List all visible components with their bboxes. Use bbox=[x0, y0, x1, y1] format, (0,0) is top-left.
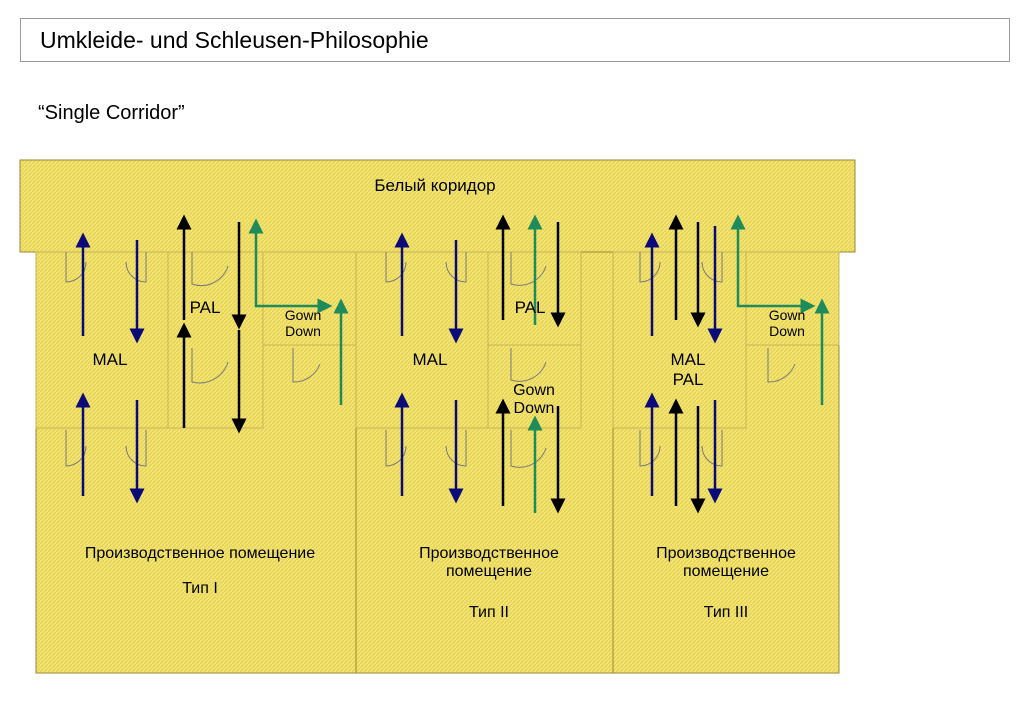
pal-label-2: PAL bbox=[514, 298, 546, 317]
down-text: Down bbox=[513, 400, 555, 418]
door bbox=[767, 348, 796, 383]
down-text: Down bbox=[769, 323, 805, 340]
green-arrows bbox=[248, 214, 830, 513]
doors bbox=[65, 252, 796, 468]
production-area-type-2 bbox=[355, 251, 614, 674]
production-text: помещение bbox=[445, 563, 532, 581]
gown-down-path bbox=[730, 214, 816, 314]
gown-down-label-2: Gown Down bbox=[496, 382, 572, 419]
production-text: Производственное помещение bbox=[84, 545, 316, 562]
type-label-1: Тип I bbox=[182, 580, 218, 597]
door bbox=[510, 252, 547, 286]
door bbox=[65, 430, 87, 467]
gown-down-label-3: Gown Down bbox=[754, 307, 820, 339]
page-title: Umkleide- und Schleusen-Philosophie bbox=[40, 27, 429, 53]
door bbox=[125, 252, 147, 283]
door bbox=[445, 430, 467, 467]
mal-pal-label-3: MAL PAL bbox=[658, 350, 718, 389]
production-label-3: Производственное помещение bbox=[611, 545, 841, 582]
door bbox=[510, 348, 547, 382]
production-label-1: Производственное помещение bbox=[40, 545, 360, 563]
mal-label-1: MAL bbox=[92, 350, 128, 369]
down-text: Down bbox=[285, 323, 321, 340]
door bbox=[125, 430, 147, 467]
door bbox=[445, 252, 467, 283]
door bbox=[385, 252, 407, 283]
mal-label-2: MAL bbox=[412, 350, 448, 369]
gown-down-label-1: Gown Down bbox=[270, 307, 336, 339]
pal-label-1: PAL bbox=[189, 298, 221, 317]
door bbox=[385, 430, 407, 467]
door bbox=[65, 252, 87, 283]
production-text: Производственное bbox=[419, 545, 559, 562]
production-label-2: Производственное помещение bbox=[374, 545, 604, 582]
gown-text: Gown bbox=[284, 307, 322, 323]
production-text: помещение bbox=[682, 563, 769, 581]
corridor-label: Белый коридор bbox=[374, 176, 496, 195]
door bbox=[510, 430, 547, 468]
gown-text: Gown bbox=[513, 382, 555, 399]
room-outlines bbox=[35, 251, 840, 429]
pal-text: PAL bbox=[672, 369, 704, 389]
blue-arrows bbox=[75, 226, 723, 504]
door bbox=[701, 252, 723, 283]
title-box: Umkleide- und Schleusen-Philosophie bbox=[20, 18, 1010, 62]
type-label-3: Тип III bbox=[703, 604, 749, 621]
door bbox=[701, 430, 723, 467]
mal-text: MAL bbox=[670, 350, 706, 369]
subtitle: “Single Corridor” bbox=[38, 102, 185, 124]
type-label-2: Тип II bbox=[468, 604, 509, 621]
door bbox=[292, 348, 321, 383]
door bbox=[191, 348, 229, 384]
production-text: Производственное bbox=[656, 545, 796, 562]
door bbox=[191, 252, 229, 287]
gown-down-path bbox=[248, 218, 333, 314]
gown-text: Gown bbox=[768, 307, 806, 323]
white-corridor bbox=[19, 159, 856, 253]
black-arrows bbox=[176, 214, 706, 514]
